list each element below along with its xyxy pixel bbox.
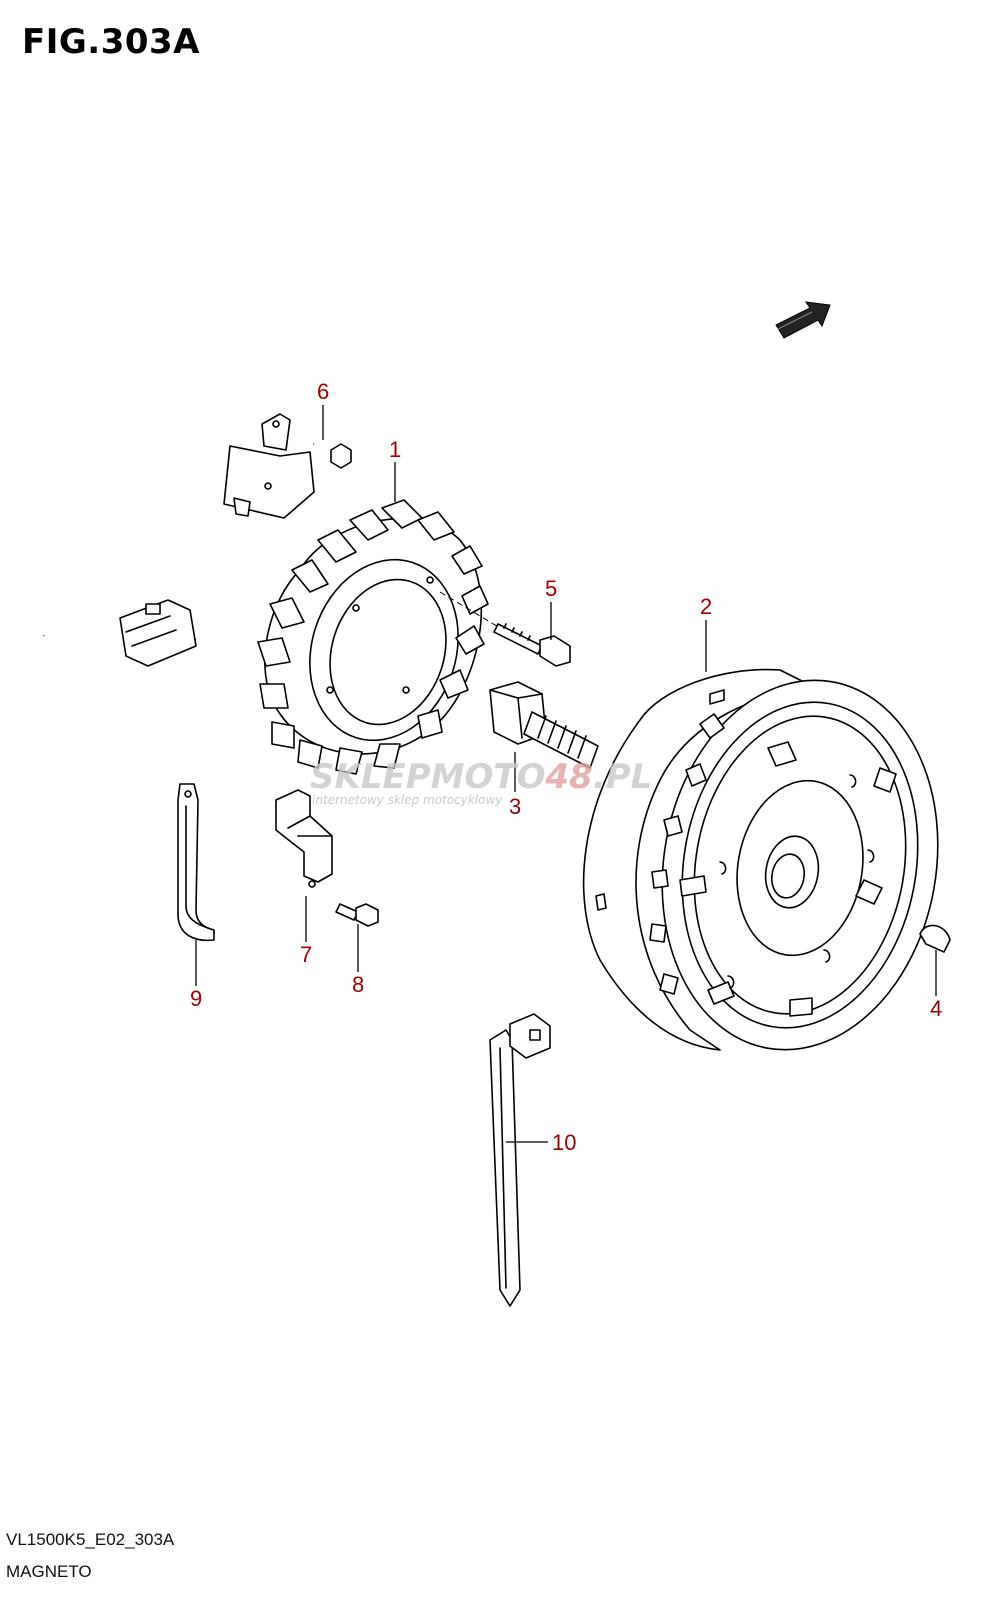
callouts: 6 1 5 2 3 4 9 7 8 10 — [190, 379, 942, 1155]
bracket-part-7 — [275, 789, 333, 888]
callout-8: 8 — [352, 972, 364, 997]
callout-9: 9 — [190, 986, 202, 1011]
callout-1: 1 — [389, 437, 401, 462]
cable-tie-part-10 — [489, 1013, 551, 1307]
bolt-part-3 — [489, 681, 599, 769]
callout-2: 2 — [700, 594, 712, 619]
callout-7: 7 — [300, 942, 312, 967]
svg-text:SKLEPMOTO48.PL: SKLEPMOTO48.PL — [310, 757, 652, 797]
watermark: SKLEPMOTO48.PL internetowy sklep motocyk… — [310, 757, 652, 807]
leader-lines — [195, 405, 937, 1143]
stator-part-1 — [257, 499, 489, 775]
callout-4: 4 — [930, 996, 942, 1021]
watermark-tagline: internetowy sklep motocyklowy — [312, 793, 503, 807]
diagram-name: MAGNETO — [6, 1562, 92, 1581]
diagram-code: VL1500K5_E02_303A — [6, 1530, 175, 1549]
watermark-brand-a: SKLEPMOTO — [310, 757, 545, 797]
callout-10: 10 — [552, 1130, 576, 1155]
bolt-part-6 — [313, 442, 352, 469]
callout-3: 3 — [509, 794, 521, 819]
watermark-brand-c: .PL — [593, 757, 653, 797]
watermark-brand-b: 48 — [544, 757, 592, 797]
clamp-part-9 — [177, 783, 215, 942]
flywheel-part-2 — [582, 668, 939, 1051]
callout-6: 6 — [317, 379, 329, 404]
wire-harness — [41, 413, 315, 667]
key-part-4 — [919, 924, 951, 953]
bolt-part-5 — [493, 623, 571, 667]
bolt-part-8 — [335, 903, 379, 927]
direction-arrow-icon — [775, 301, 831, 339]
callout-5: 5 — [545, 576, 557, 601]
figure-title: FIG.303A — [22, 22, 200, 62]
